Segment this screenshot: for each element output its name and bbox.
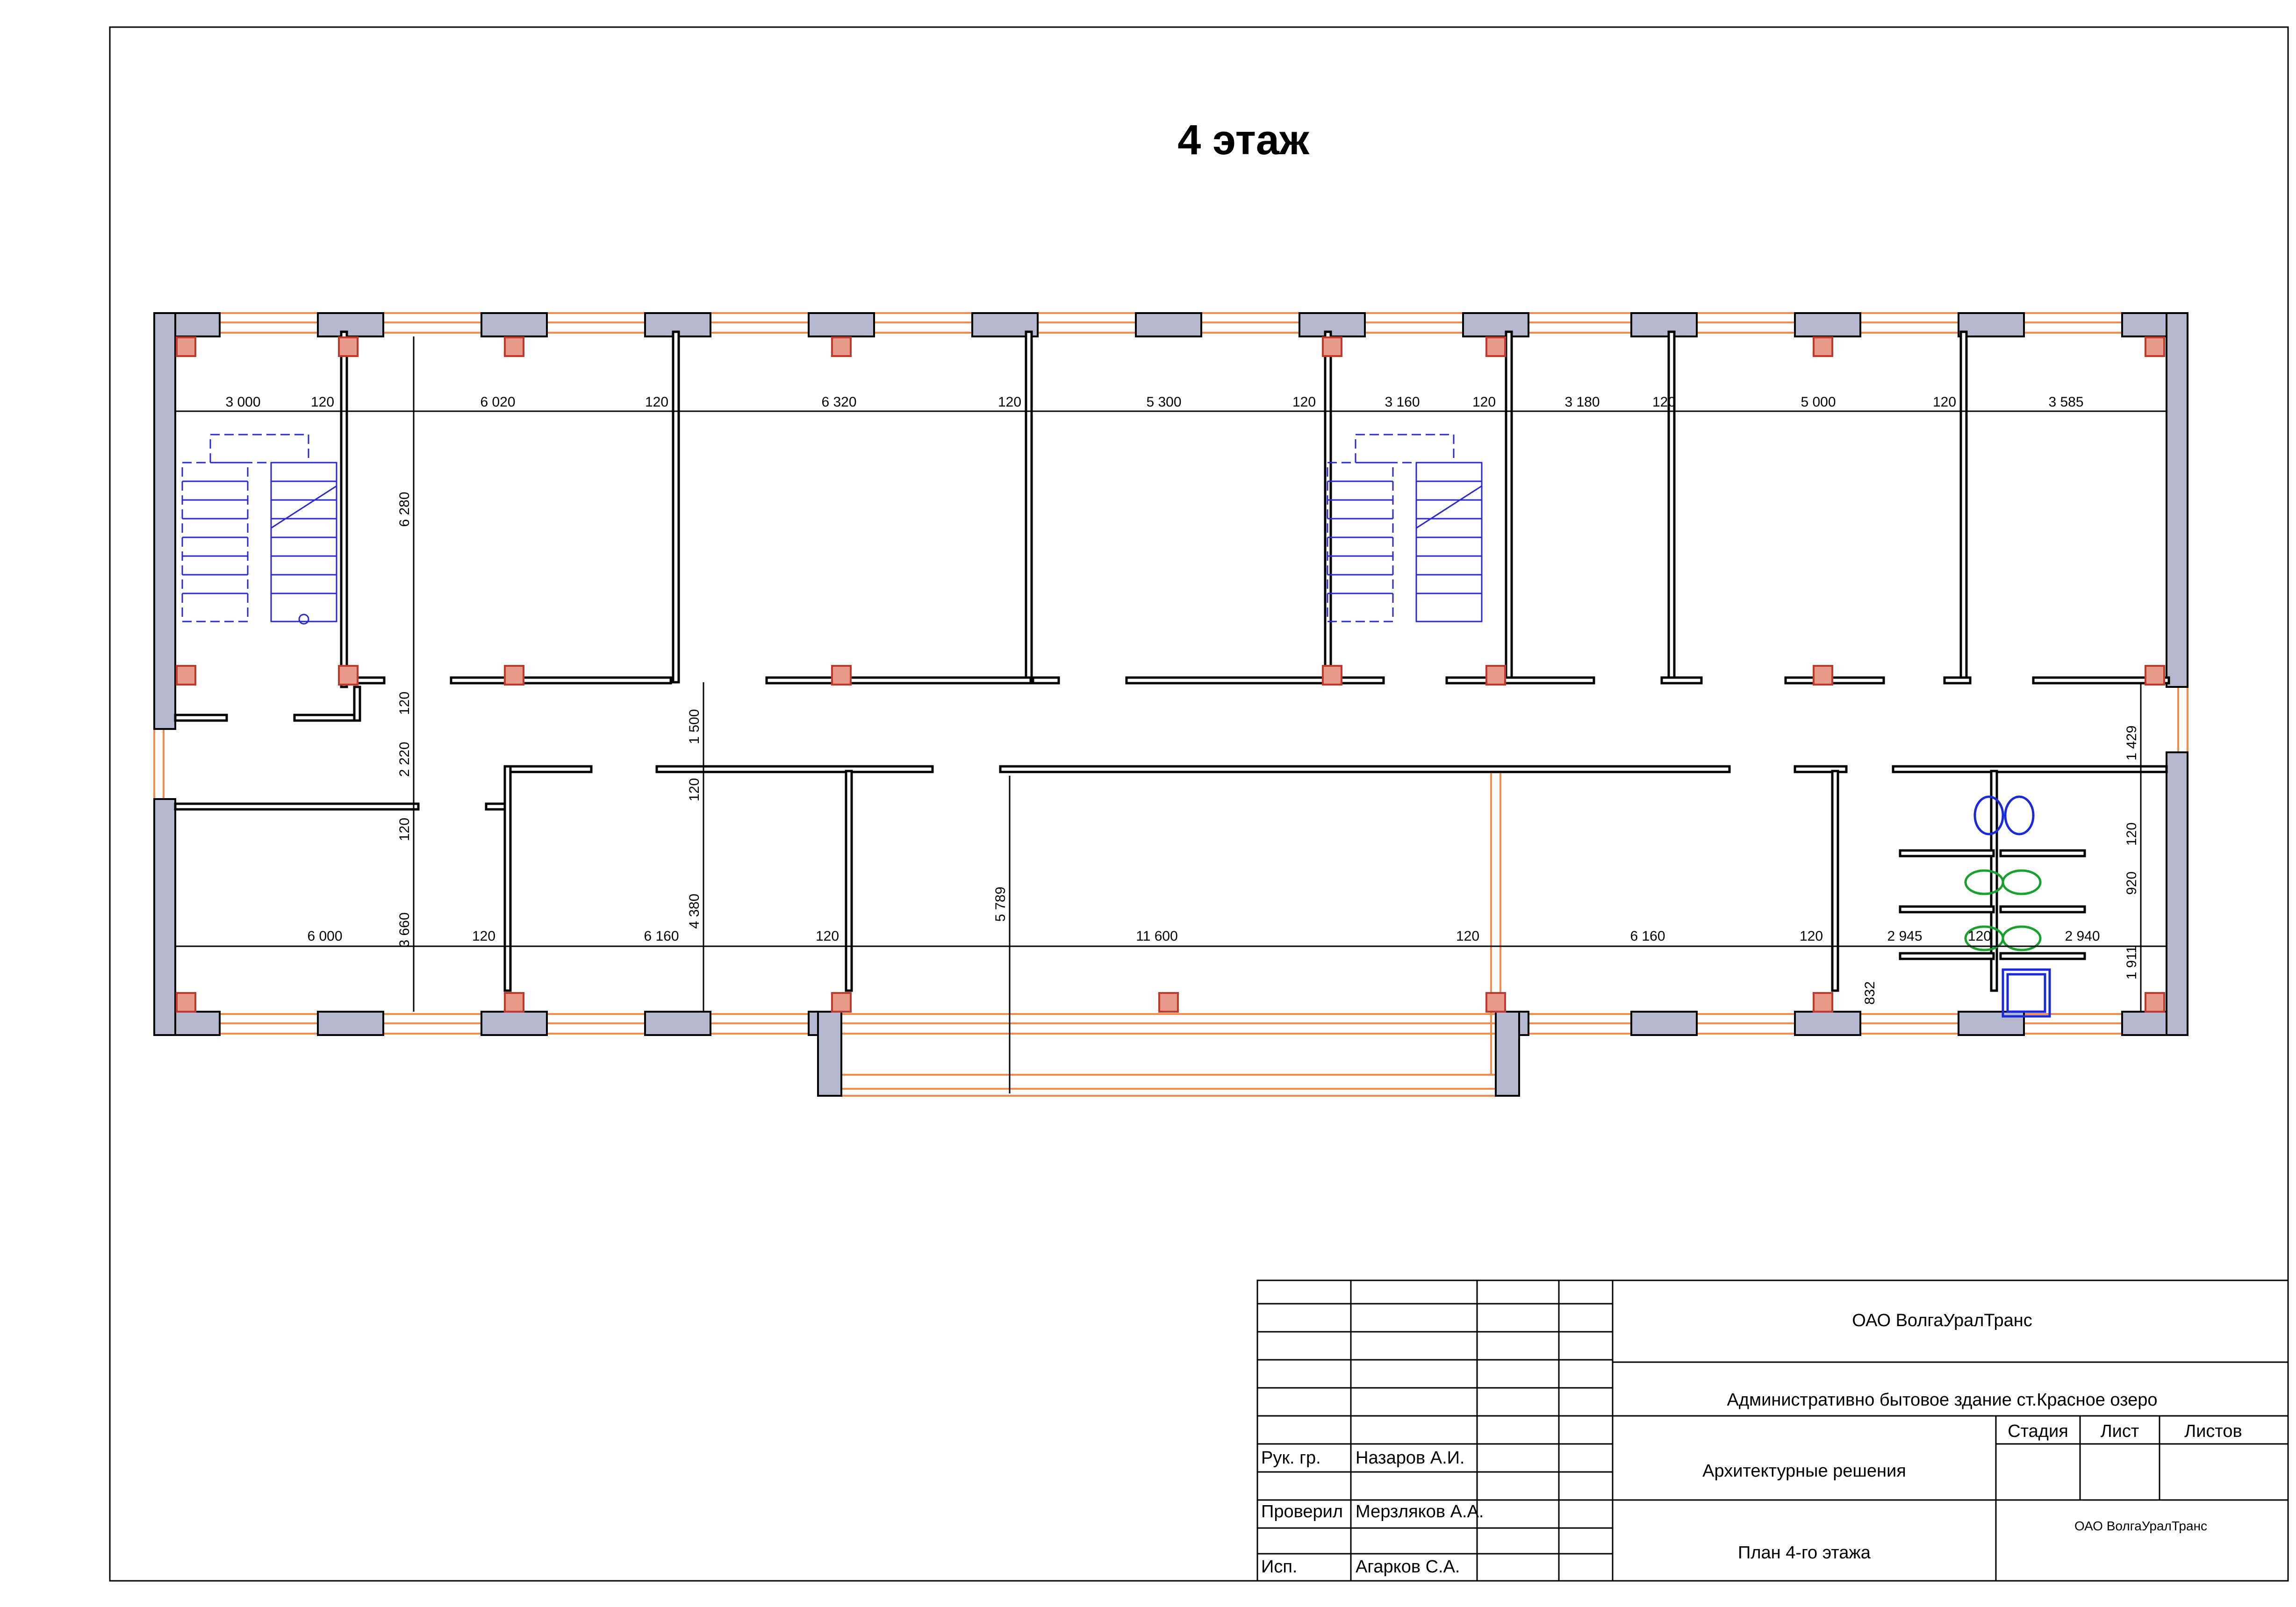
floor-plan: 3 000 120 6 020 120 6 320 120 5 300 120 … bbox=[153, 312, 2188, 1097]
dim-bottom-9: 120 bbox=[1968, 928, 1991, 944]
dim-left-4: 3 660 bbox=[397, 912, 412, 947]
dimensions-vertical: 6 280 120 2 220 120 3 660 1 500 120 4 38… bbox=[397, 492, 2139, 1005]
dimensions-top: 3 000 120 6 020 120 6 320 120 5 300 120 … bbox=[225, 394, 2083, 410]
dim-left-3: 120 bbox=[397, 818, 412, 841]
stamp-section: Архитектурные решения bbox=[1702, 1461, 1906, 1481]
staircase-east bbox=[1327, 434, 1483, 622]
stamp-name-2: Агарков С.А. bbox=[1356, 1557, 1460, 1577]
dim-small: 832 bbox=[1862, 981, 1878, 1005]
dim-bottom-5: 120 bbox=[1456, 928, 1479, 944]
title-block bbox=[1256, 1279, 2289, 1582]
dimensions-bottom: 6 000 120 6 160 120 11 600 120 6 160 120… bbox=[307, 928, 2100, 944]
windows-sides bbox=[153, 687, 2188, 799]
dim-left-2: 2 220 bbox=[397, 742, 412, 777]
side-walls bbox=[153, 312, 2188, 1097]
stamp-role-2: Исп. bbox=[1261, 1557, 1297, 1577]
dim-left-0: 6 280 bbox=[397, 492, 412, 527]
dim-mid-0: 1 500 bbox=[687, 709, 702, 744]
floor-title: 4 этаж bbox=[1177, 117, 1310, 164]
windows-bottom bbox=[154, 1013, 2188, 1035]
dim-top-2: 6 020 bbox=[480, 394, 515, 410]
dim-right-3: 1 911 bbox=[2124, 946, 2139, 980]
stamp-header-stage: Стадия bbox=[2008, 1421, 2068, 1441]
stamp-name-0: Назаров А.И. bbox=[1356, 1448, 1465, 1468]
dim-top-3: 120 bbox=[645, 394, 668, 410]
dim-right-1: 120 bbox=[2124, 822, 2139, 846]
dim-top-13: 120 bbox=[1933, 394, 1956, 410]
dim-top-7: 120 bbox=[1292, 394, 1316, 410]
dim-top-9: 120 bbox=[1472, 394, 1496, 410]
stamp-header-sheets: Листов bbox=[2184, 1421, 2242, 1441]
dim-top-10: 3 180 bbox=[1564, 394, 1600, 410]
dim-mid-1: 120 bbox=[687, 778, 702, 801]
stamp-role-0: Рук. гр. bbox=[1261, 1448, 1321, 1468]
stamp-organization: ОАО ВолгаУралТранс bbox=[1852, 1311, 2032, 1330]
entrance-glazing bbox=[841, 773, 1501, 1097]
stamp-sheet-title: План 4-го этажа bbox=[1738, 1543, 1871, 1563]
dim-top-1: 120 bbox=[311, 394, 334, 410]
dim-bottom-2: 6 160 bbox=[644, 928, 679, 944]
dim-top-12: 5 000 bbox=[1801, 394, 1836, 410]
drawing-frame bbox=[109, 26, 2289, 1582]
washbasins bbox=[1973, 795, 2051, 1018]
dim-left-1: 120 bbox=[397, 692, 412, 715]
dimension-lines bbox=[175, 336, 2167, 1093]
dim-bottom-8: 2 945 bbox=[1887, 928, 1922, 944]
dim-bottom-10: 2 940 bbox=[2065, 928, 2100, 944]
dim-bottom-6: 6 160 bbox=[1630, 928, 1665, 944]
dim-bottom-7: 120 bbox=[1800, 928, 1823, 944]
dim-top-0: 3 000 bbox=[225, 394, 260, 410]
dim-bottom-1: 120 bbox=[472, 928, 495, 944]
toilets bbox=[1964, 869, 2042, 951]
dim-bottom-4: 11 600 bbox=[1136, 928, 1178, 944]
dim-top-5: 120 bbox=[998, 394, 1021, 410]
columns bbox=[176, 336, 2165, 1013]
dim-bottom-3: 120 bbox=[816, 928, 839, 944]
dim-mid-2: 4 380 bbox=[687, 893, 702, 928]
stamp-project: Административно бытовое здание ст.Красно… bbox=[1727, 1390, 2157, 1410]
wall-piers-top bbox=[153, 312, 2188, 337]
dim-right-0: 1 429 bbox=[2124, 725, 2139, 760]
dim-top-4: 6 320 bbox=[821, 394, 856, 410]
title-block-text: ОАО ВолгаУралТранс Административно бытов… bbox=[1261, 1311, 2242, 1577]
staircase-west bbox=[181, 434, 337, 625]
dim-top-11: 120 bbox=[1652, 394, 1676, 410]
stamp-header-sheet: Лист bbox=[2101, 1421, 2139, 1441]
stamp-organization-small: ОАО ВолгаУралТранс bbox=[2074, 1519, 2207, 1533]
dim-right-2: 920 bbox=[2124, 871, 2139, 895]
partitions bbox=[174, 330, 2170, 992]
dim-top-14: 3 585 bbox=[2048, 394, 2083, 410]
dim-bottom-0: 6 000 bbox=[307, 928, 342, 944]
dim-top-8: 3 160 bbox=[1385, 394, 1420, 410]
stamp-name-1: Мерзляков А.А. bbox=[1356, 1502, 1484, 1521]
stamp-role-1: Проверил bbox=[1261, 1502, 1343, 1521]
dim-top-6: 5 300 bbox=[1146, 394, 1181, 410]
dim-hall: 5 789 bbox=[993, 886, 1008, 921]
